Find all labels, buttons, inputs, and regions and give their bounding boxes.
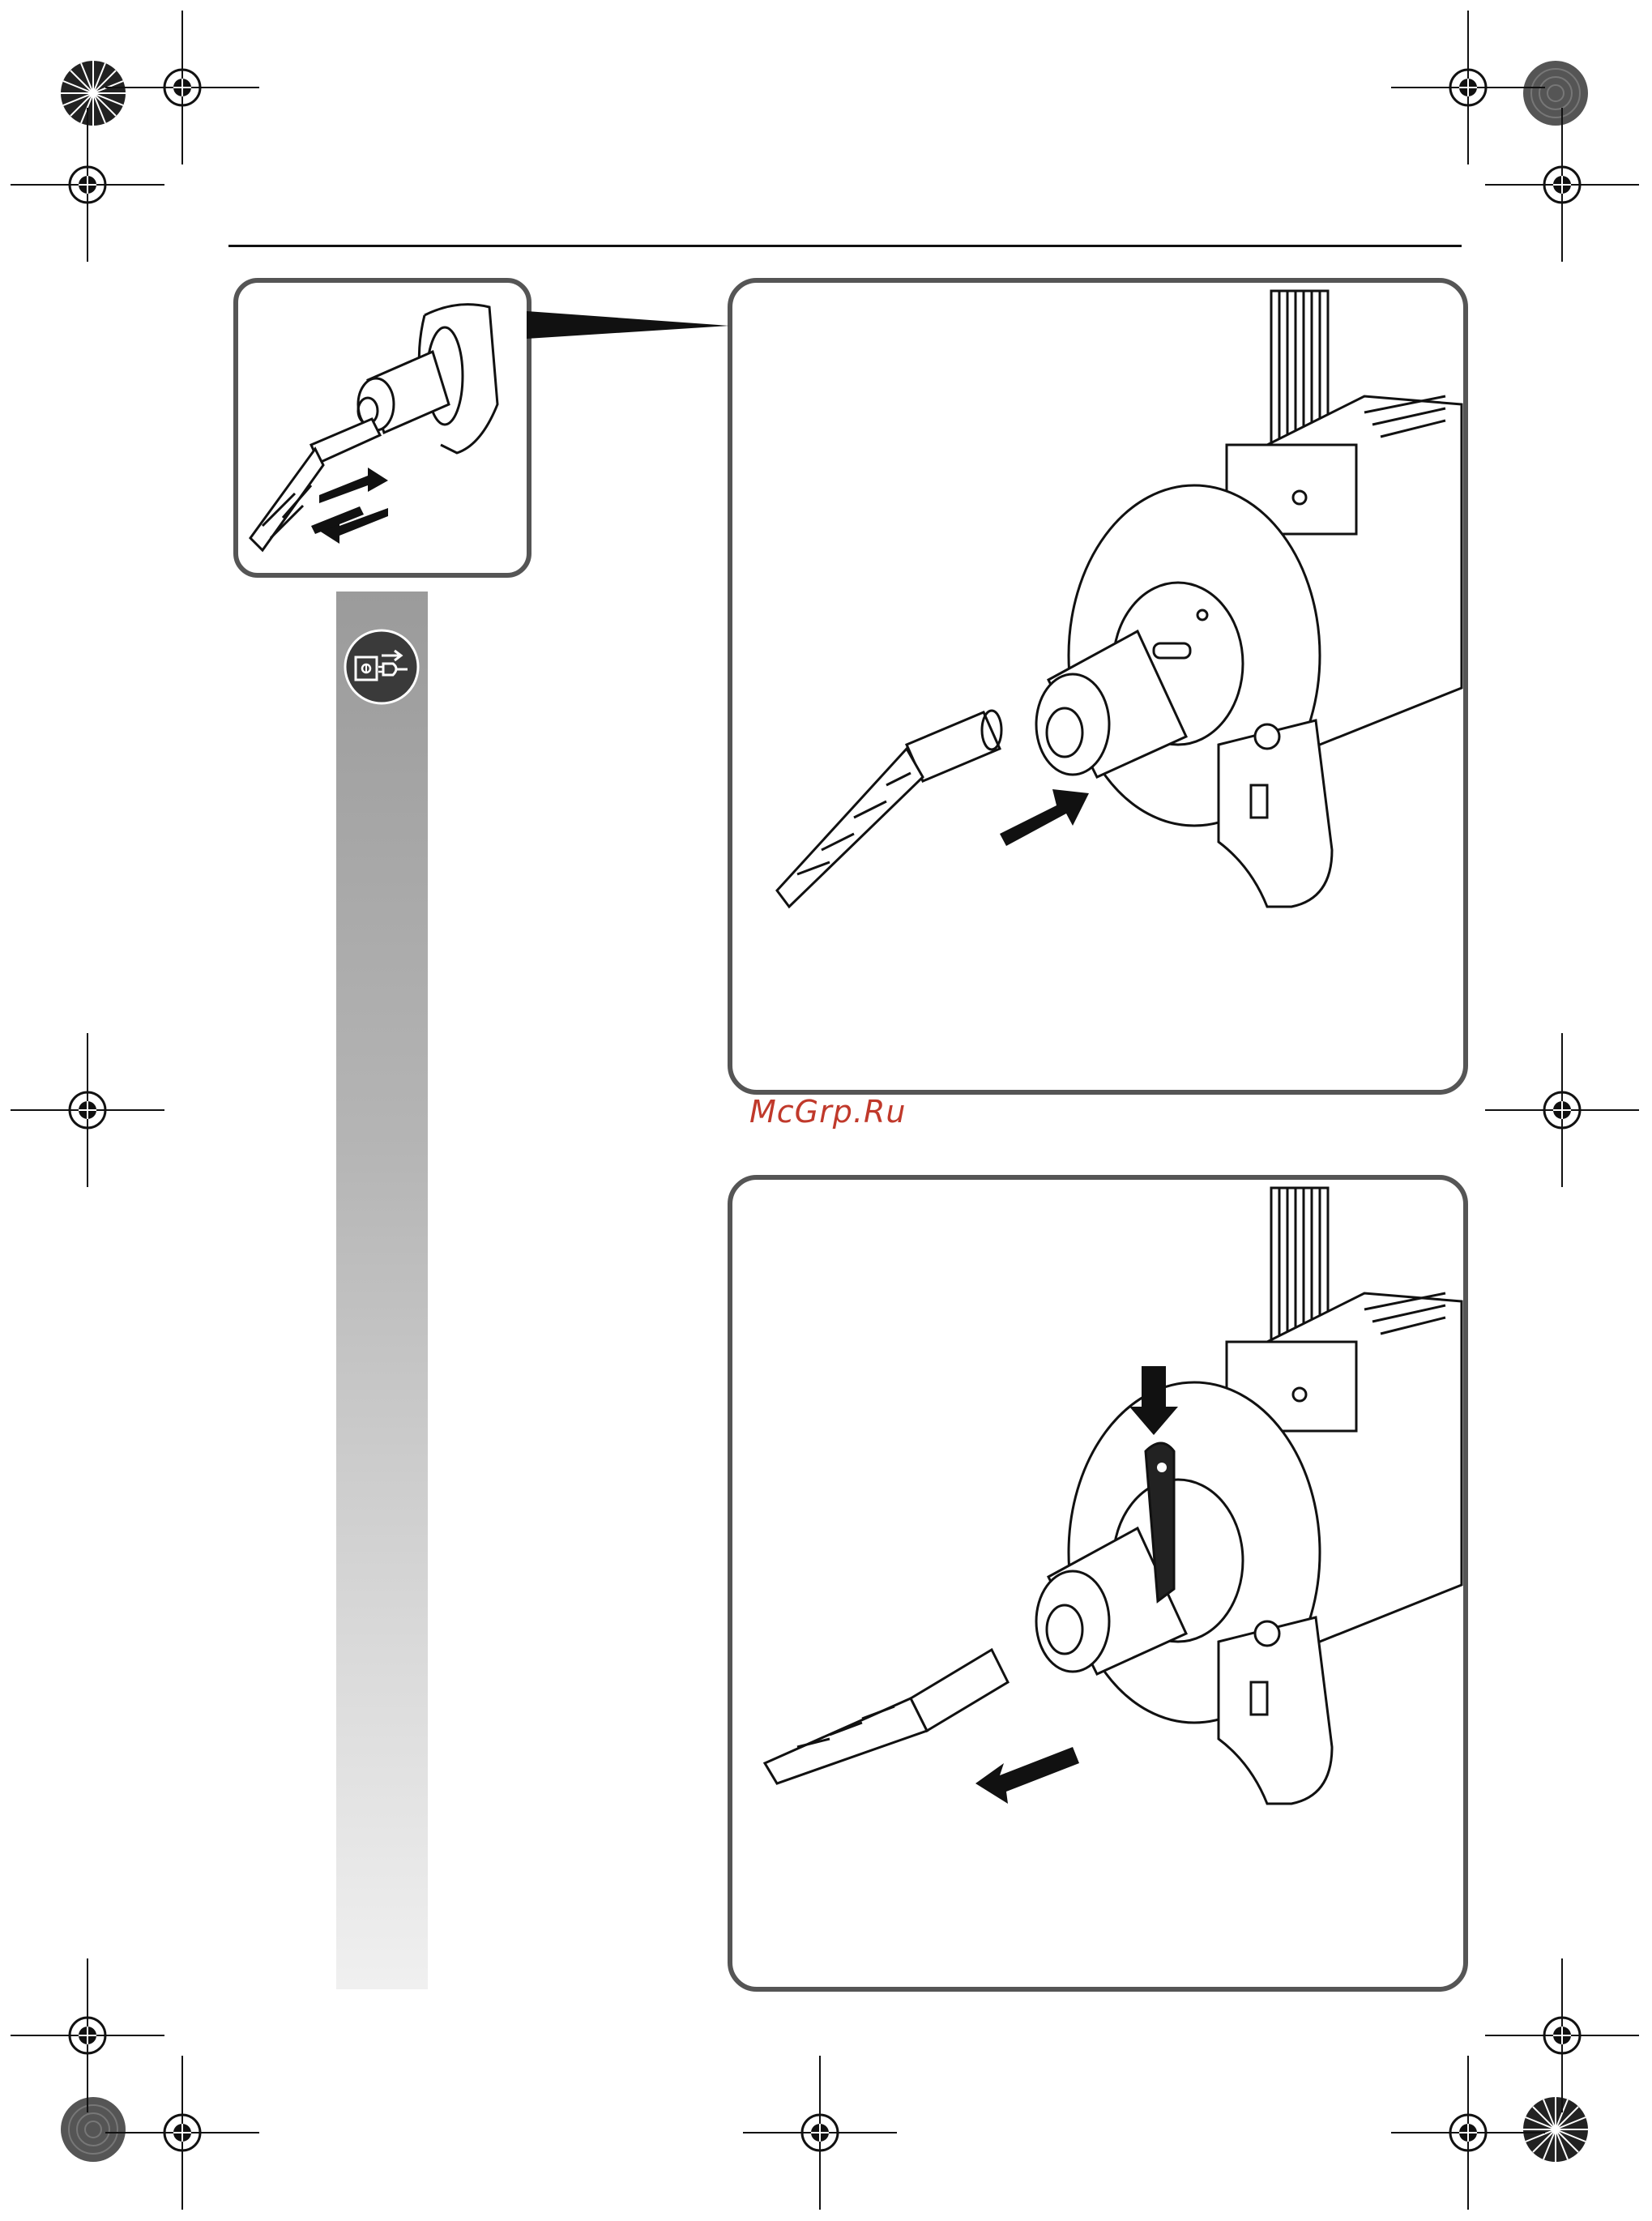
registration-mark-icon [1391, 11, 1545, 164]
registration-mark-icon [1485, 1958, 1639, 2112]
registration-mark-icon [1485, 108, 1639, 262]
remove-arrow-icon [975, 1747, 1079, 1804]
registration-mark-icon [743, 2056, 897, 2210]
inset-drill-illustration [238, 283, 527, 573]
watermark-text: McGrp.Ru [749, 1094, 906, 1130]
registration-mark-icon [11, 1958, 164, 2112]
registration-mark-icon [11, 1033, 164, 1187]
registration-mark-icon [1391, 2056, 1545, 2210]
registration-mark-icon [105, 2056, 259, 2210]
callout-connector [527, 308, 737, 348]
color-calibration-wheel-icon [61, 61, 126, 126]
color-calibration-wheel-icon [61, 2097, 126, 2162]
double-arrow-icon [311, 468, 388, 544]
registration-mark-icon [11, 108, 164, 262]
insert-drill-bit-illustration [732, 283, 1463, 1090]
remove-drill-bit-illustration [732, 1180, 1463, 1987]
insert-arrow-icon [1000, 789, 1089, 846]
registration-mark-icon [105, 11, 259, 164]
unplug-before-service-icon [343, 628, 420, 706]
registration-mark-icon [1485, 1033, 1639, 1187]
section-sidebar-band [336, 592, 428, 1989]
color-calibration-wheel-icon [1523, 2097, 1588, 2162]
color-calibration-wheel-icon [1523, 61, 1588, 126]
